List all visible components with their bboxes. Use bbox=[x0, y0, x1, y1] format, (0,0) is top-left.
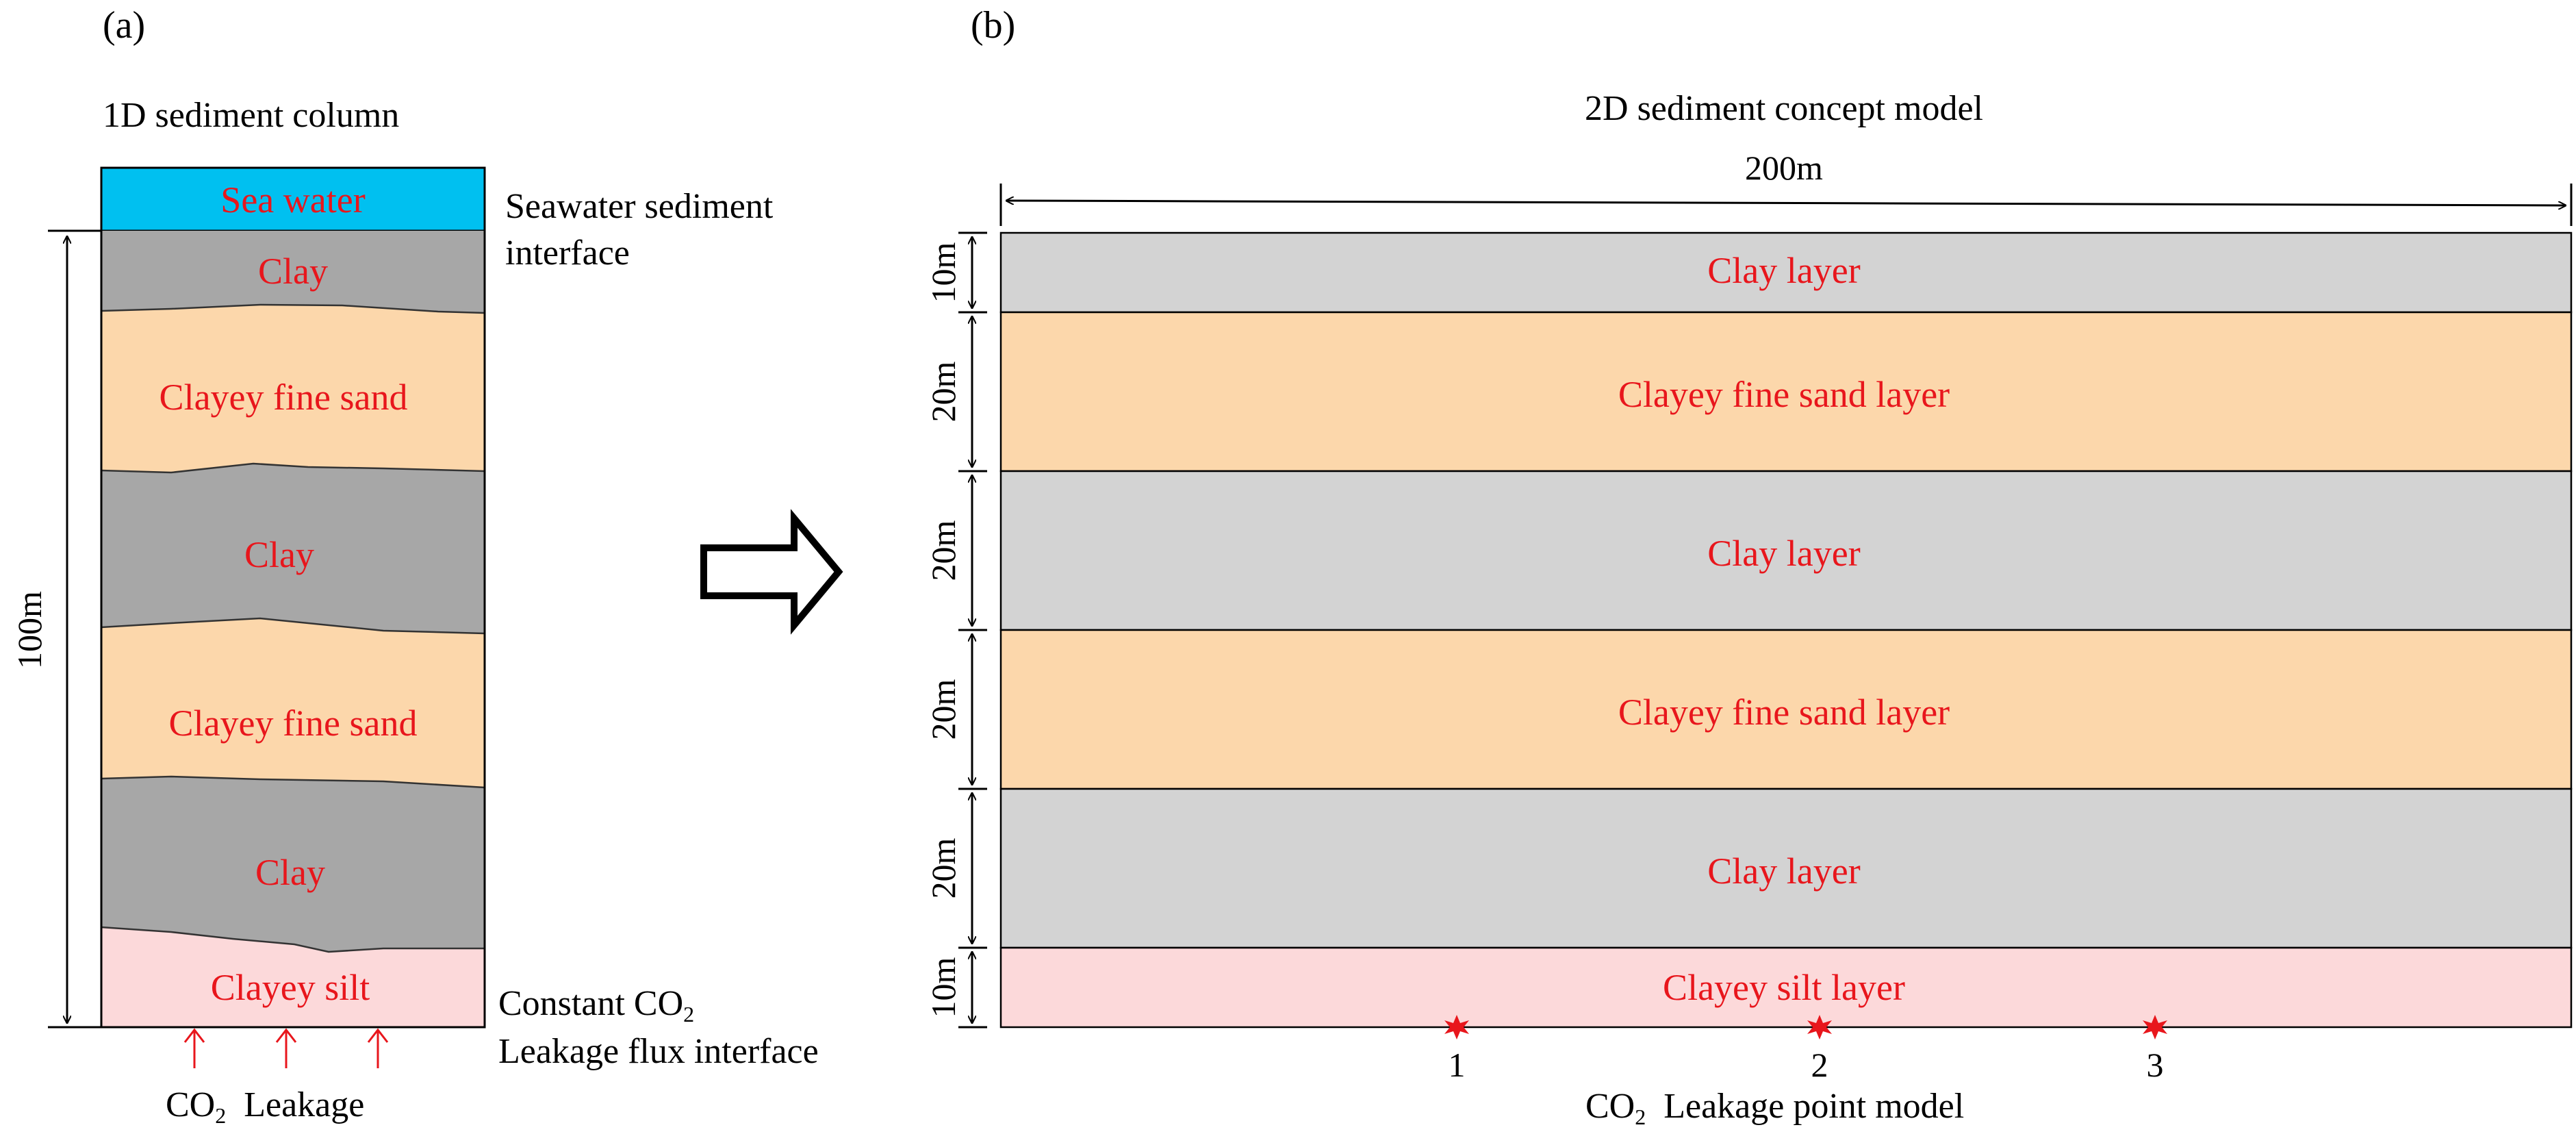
panel-b-title: 2D sediment concept model bbox=[1585, 89, 1983, 128]
a-layer-fine-sand-1 bbox=[101, 305, 485, 473]
leak-points bbox=[1444, 1015, 2167, 1040]
leakage-label: CO2 Leakage bbox=[166, 1085, 364, 1128]
leak-point-1-label: 1 bbox=[1449, 1046, 1466, 1084]
a-layer-clayey-silt bbox=[101, 927, 485, 1027]
caption-suffix: Leakage point model bbox=[1646, 1087, 1964, 1126]
b-layer-fine-sand-2 bbox=[999, 629, 2573, 790]
a-layer-clay-3 bbox=[101, 777, 485, 952]
b-layer-label-6: Clayey silt layer bbox=[1663, 967, 1905, 1008]
interface-bottom-prefix: Constant CO bbox=[498, 984, 683, 1023]
interface-bottom-subscript: 2 bbox=[683, 1002, 694, 1026]
a-layer-label-3: Clay bbox=[244, 534, 314, 575]
leak-point-3-star-icon bbox=[2143, 1015, 2167, 1040]
leakage-arrowhead-1 bbox=[183, 1028, 205, 1043]
b-width-label: 200m bbox=[1745, 149, 1823, 187]
a-layer-label-2: Clayey fine sand bbox=[160, 377, 408, 418]
leakage-arrows bbox=[183, 1028, 389, 1068]
leak-point-3-label: 3 bbox=[2147, 1046, 2164, 1084]
b-thickness-label-6: 10m bbox=[924, 957, 962, 1018]
a-layer-label-4: Clayey fine sand bbox=[169, 703, 418, 744]
b-thickness-label-3: 20m bbox=[924, 520, 962, 581]
caption-subscript: 2 bbox=[1635, 1105, 1646, 1129]
b-layer-clay-2 bbox=[999, 470, 2573, 631]
b-thickness-label-1: 10m bbox=[924, 242, 962, 303]
leak-point-2-label: 2 bbox=[1811, 1046, 1828, 1084]
panel-a: (a) 1D sediment column Sea water Clay Cl… bbox=[10, 4, 819, 1128]
b-layer-label-4: Clayey fine sand layer bbox=[1618, 692, 1950, 733]
b-thickness-label-5: 20m bbox=[924, 837, 962, 898]
b-thickness-dimensions bbox=[958, 231, 987, 1029]
a-layer-clay-1 bbox=[101, 231, 485, 313]
leakage-arrowhead-2 bbox=[275, 1028, 297, 1043]
panel-a-title: 1D sediment column bbox=[103, 96, 399, 135]
panel-a-tag: (a) bbox=[103, 4, 145, 47]
leak-point-2-star-icon bbox=[1807, 1015, 1832, 1040]
a-layer-label-1: Clay bbox=[258, 251, 328, 292]
b-layer-label-1: Clay layer bbox=[1707, 250, 1860, 291]
b-layer-label-2: Clayey fine sand layer bbox=[1618, 374, 1950, 415]
caption-prefix: CO bbox=[1585, 1087, 1635, 1126]
seawater-label: Sea water bbox=[220, 179, 365, 220]
panel-b-caption: CO2 Leakage point model bbox=[1585, 1087, 1964, 1129]
a-depth-label: 100m bbox=[10, 591, 49, 669]
b-layer-clayey-silt bbox=[999, 946, 2573, 1029]
leak-point-1-star-icon bbox=[1444, 1015, 1469, 1040]
leakage-subscript: 2 bbox=[215, 1103, 226, 1128]
a-column-outline bbox=[100, 166, 486, 1029]
b-layer-fine-sand-1 bbox=[999, 311, 2573, 473]
interface-top-line2: interface bbox=[505, 234, 630, 273]
seawater-block bbox=[100, 166, 486, 232]
interface-bottom-line1: Constant CO2 bbox=[498, 984, 694, 1026]
panel-b: (b) 2D sediment concept model 200m Clay … bbox=[924, 4, 2573, 1129]
leakage-prefix: CO bbox=[166, 1085, 215, 1124]
interface-bottom-line2: Leakage flux interface bbox=[498, 1032, 819, 1071]
a-layer-label-6: Clayey silt bbox=[211, 967, 370, 1008]
b-layer-label-3: Clay layer bbox=[1707, 533, 1860, 574]
leakage-arrowhead-3 bbox=[367, 1028, 389, 1043]
a-layer-fine-sand-2 bbox=[101, 618, 485, 788]
b-layer-clay-3 bbox=[999, 788, 2573, 949]
interface-top-line1: Seawater sediment bbox=[505, 187, 774, 226]
transition-arrow-icon bbox=[700, 509, 843, 635]
b-thickness-label-4: 20m bbox=[924, 679, 962, 740]
b-layer-clay-1 bbox=[999, 231, 2573, 314]
panel-b-tag: (b) bbox=[971, 4, 1015, 47]
a-layer-clay-2 bbox=[101, 464, 485, 633]
a-layer-boundaries bbox=[101, 303, 485, 953]
b-layers bbox=[999, 231, 2573, 1029]
b-layer-label-5: Clay layer bbox=[1707, 850, 1860, 892]
b-width-dimension-line bbox=[1006, 201, 2566, 205]
a-layer-label-5: Clay bbox=[255, 852, 325, 893]
leakage-suffix: Leakage bbox=[226, 1085, 364, 1124]
b-thickness-label-2: 20m bbox=[924, 361, 962, 422]
